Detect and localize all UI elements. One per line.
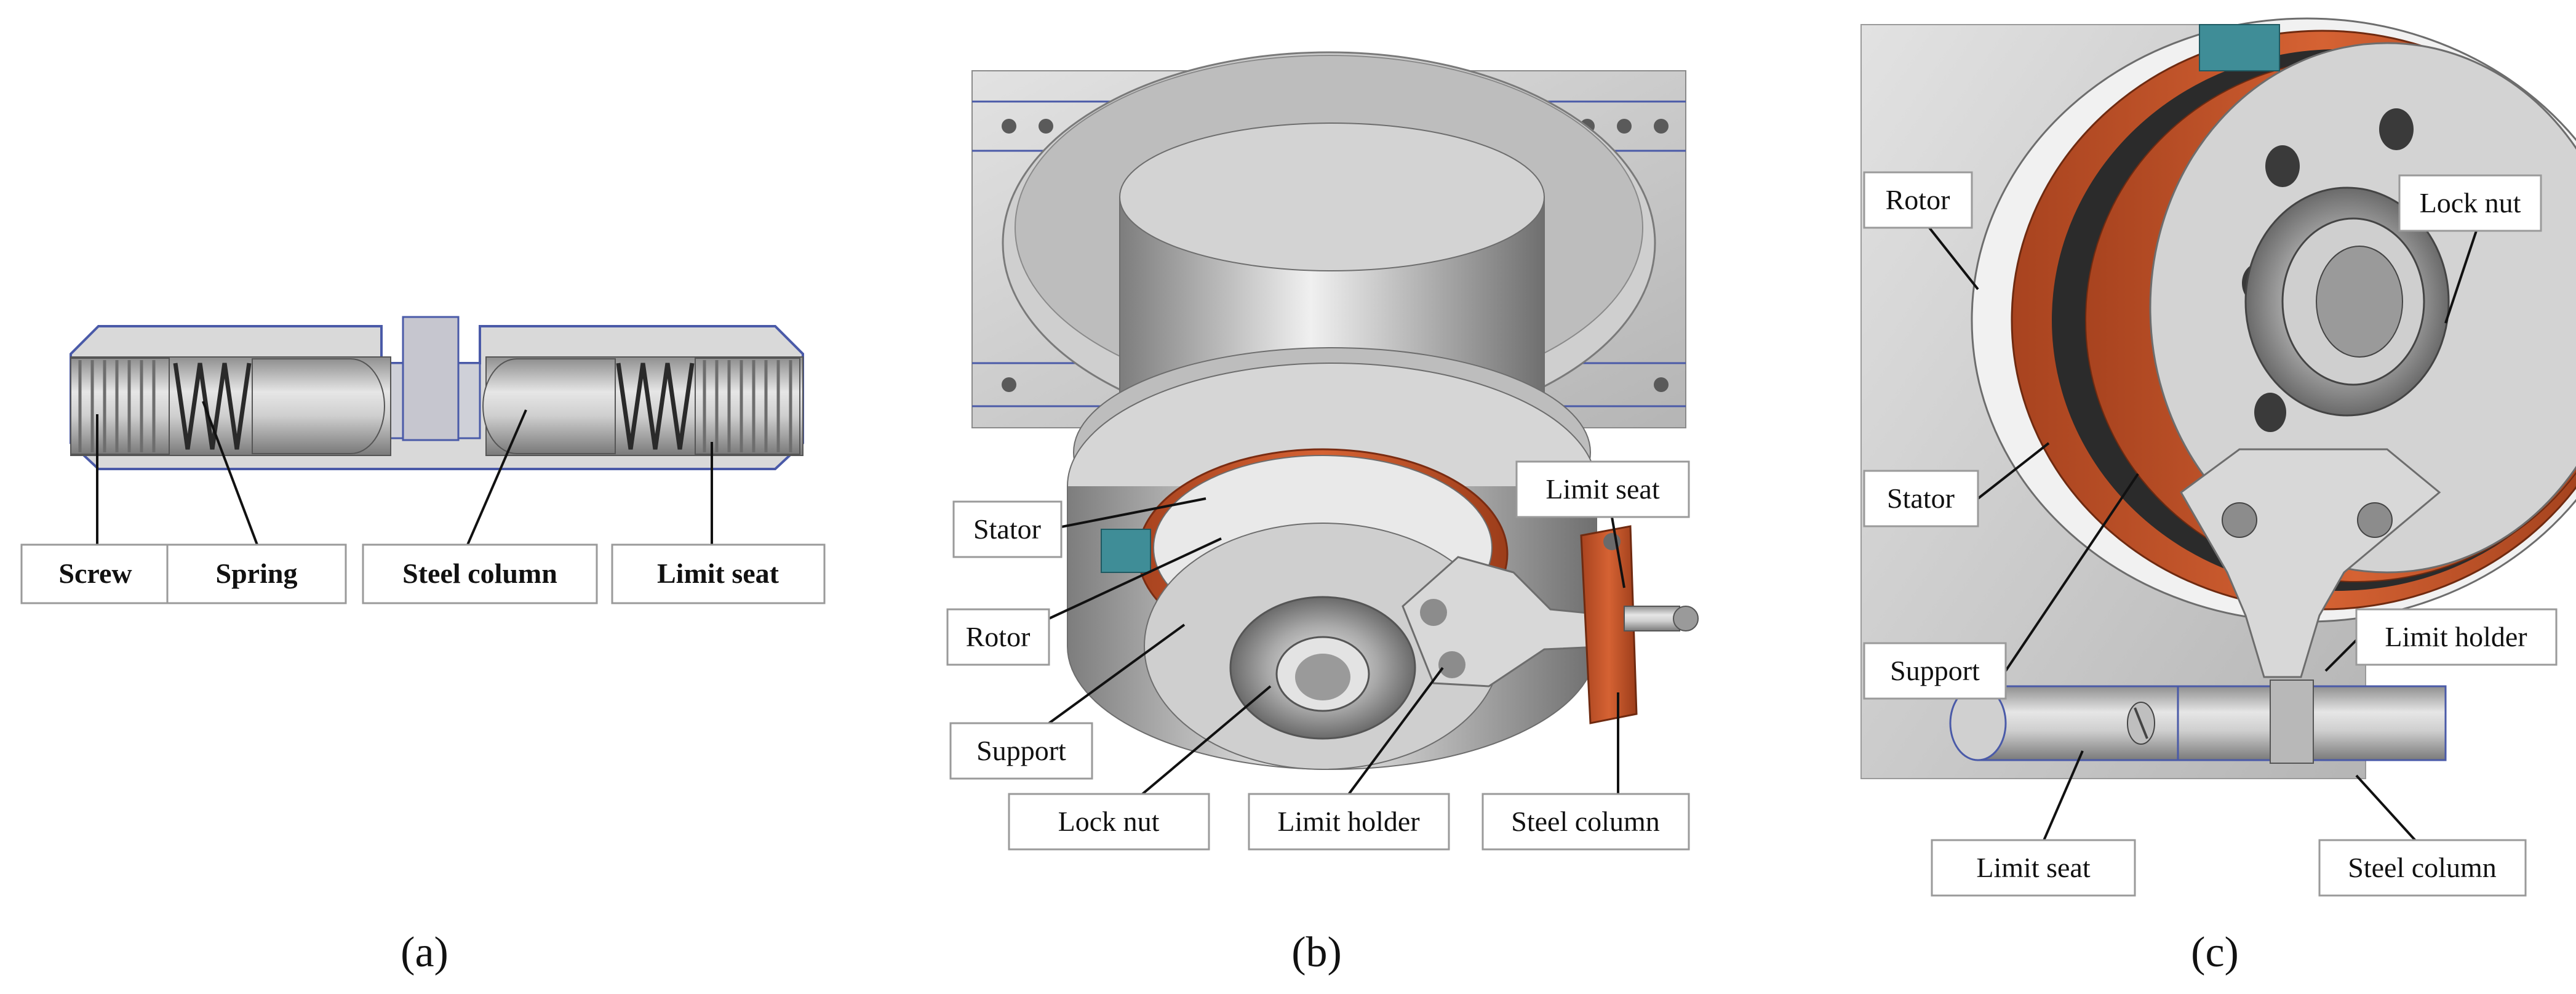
label-steel-column-a: Steel column: [362, 543, 598, 604]
label-support-b-text: Support: [976, 735, 1066, 766]
leader-limit-holder-b: [1343, 667, 1444, 801]
leader-spring: [202, 401, 258, 545]
label-stator-b: Stator: [952, 500, 1063, 558]
panel-b: Stator Rotor Support Lock nut Limit hold…: [946, 51, 1699, 976]
label-spring: Spring: [166, 543, 347, 604]
label-steel-column-c: Steel column: [2318, 839, 2527, 897]
label-rotor-c-text: Rotor: [1886, 184, 1950, 215]
label-screw-text: Screw: [58, 558, 132, 589]
label-limit-holder-b-text: Limit holder: [1277, 806, 1419, 837]
label-stator-c-text: Stator: [1887, 483, 1955, 514]
leader-limit-seat-c: [2041, 750, 2084, 844]
label-steel-column-b: Steel column: [1481, 793, 1690, 851]
label-limit-seat-a: Limit seat: [611, 543, 826, 604]
leader-steel-column-a: [466, 409, 527, 545]
label-lock-nut-c: Lock nut: [2398, 174, 2542, 232]
label-limit-seat-c: Limit seat: [1931, 839, 2136, 897]
leader-support-b: [1048, 623, 1186, 724]
label-limit-seat-a-text: Limit seat: [657, 558, 780, 589]
brake-assembly-render: [971, 51, 1699, 770]
leader-lock-nut-c: [2444, 230, 2478, 324]
label-support-c: Support: [1863, 642, 2007, 700]
leader-steel-column-c: [2355, 774, 2419, 844]
leader-support-c: [2004, 473, 2139, 672]
cross-section-drawing: [70, 316, 804, 470]
leader-lock-nut-b: [1134, 685, 1272, 801]
label-support-c-text: Support: [1890, 655, 1980, 686]
leader-stator-c: [1977, 442, 2050, 500]
label-limit-seat-b: Limit seat: [1515, 460, 1690, 518]
label-limit-seat-b-text: Limit seat: [1545, 473, 1659, 505]
label-lock-nut-b-text: Lock nut: [1058, 806, 1160, 837]
label-rotor-b-text: Rotor: [966, 621, 1031, 652]
label-limit-holder-c-text: Limit holder: [2385, 621, 2527, 652]
label-stator-b-text: Stator: [973, 513, 1041, 545]
label-steel-column-a-text: Steel column: [402, 558, 557, 589]
label-lock-nut-b: Lock nut: [1008, 793, 1210, 851]
label-steel-column-c-text: Steel column: [2348, 852, 2496, 883]
label-lock-nut-c-text: Lock nut: [2420, 187, 2521, 218]
label-screw: Screw: [20, 543, 170, 604]
caption-c: (c): [2191, 929, 2239, 976]
label-support-b: Support: [949, 722, 1093, 780]
label-steel-column-b-text: Steel column: [1511, 806, 1659, 837]
panel-a: Screw Spring Steel column Limit seat (a): [20, 316, 826, 976]
label-rotor-b: Rotor: [946, 608, 1050, 666]
leader-stator-b: [1048, 497, 1206, 531]
label-spring-text: Spring: [216, 558, 298, 589]
label-limit-holder-c: Limit holder: [2355, 608, 2558, 666]
label-limit-seat-c-text: Limit seat: [1976, 852, 2090, 883]
caption-b: (b): [1291, 929, 1342, 976]
leader-limit-holder-c: [2324, 639, 2358, 672]
label-limit-holder-b: Limit holder: [1248, 793, 1450, 851]
label-stator-c: Stator: [1863, 470, 1979, 527]
panel-c: Rotor Stator Support Lock nut Limit hold…: [1860, 17, 2576, 976]
caption-a: (a): [401, 929, 449, 976]
leader-rotor-b: [1048, 537, 1222, 620]
label-rotor-c: Rotor: [1863, 171, 1973, 229]
leader-limit-seat-b: [1611, 516, 1625, 588]
